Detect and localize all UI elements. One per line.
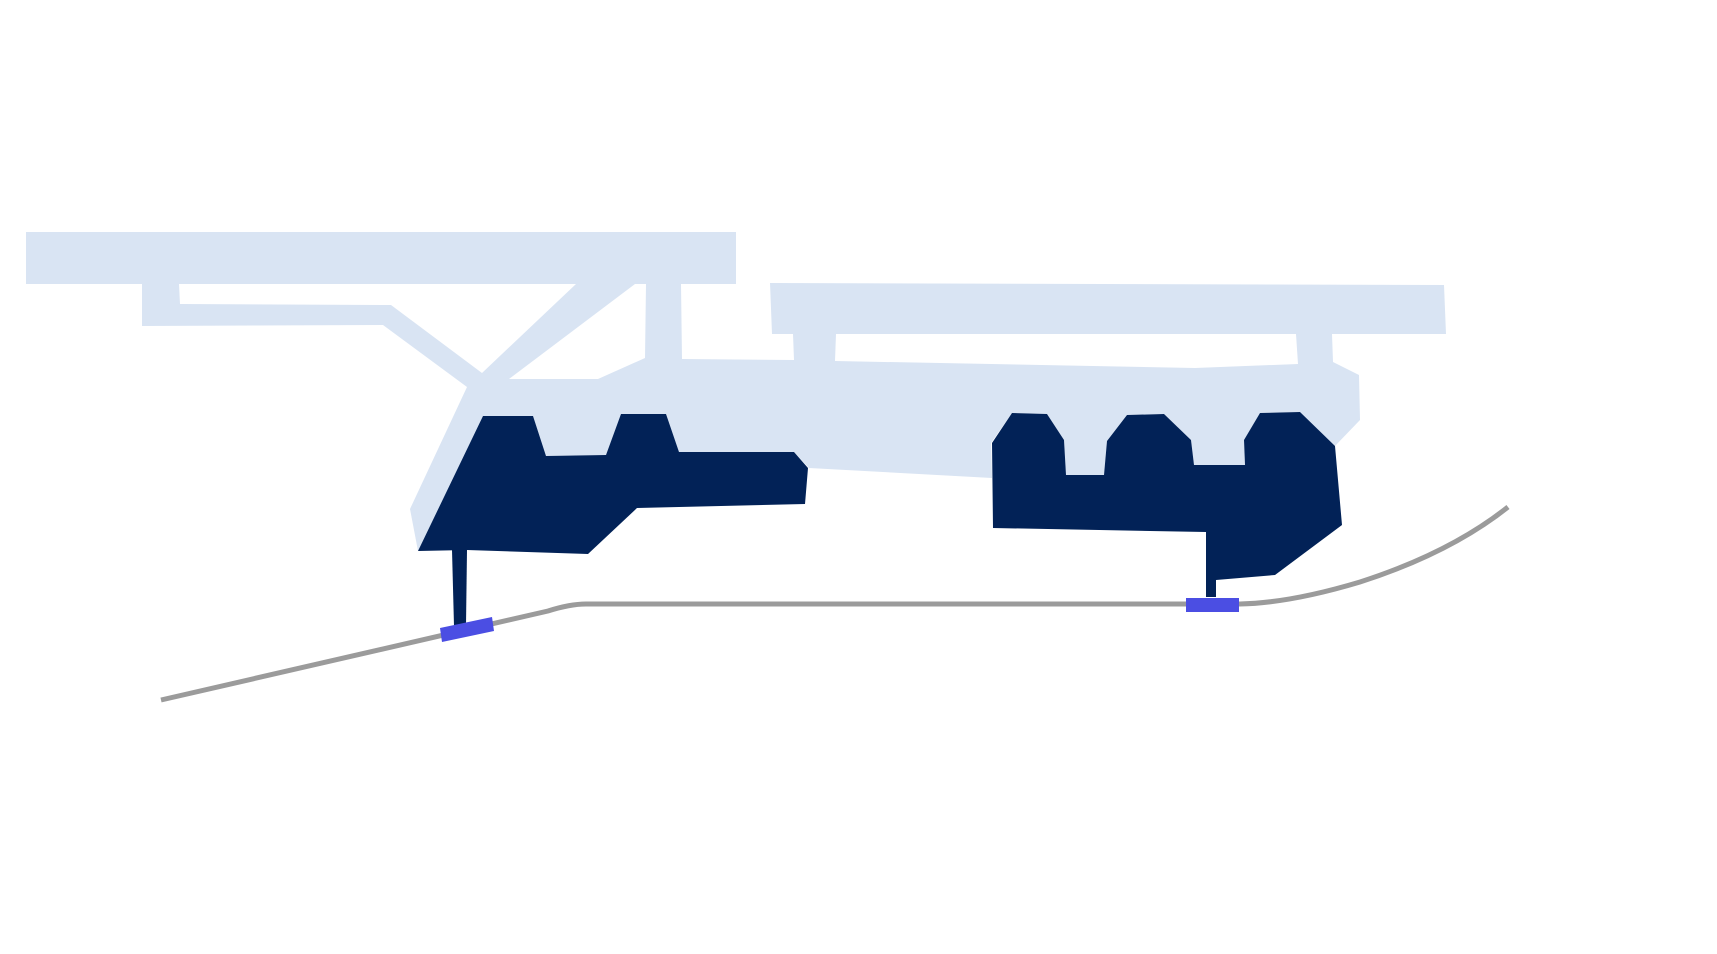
stations <box>440 598 1239 642</box>
runway-north-east <box>770 283 1446 334</box>
terminals <box>418 412 1342 626</box>
station-east[interactable] <box>1186 598 1239 612</box>
connector-west <box>452 550 467 626</box>
rail-line <box>160 505 1510 703</box>
taxiway-west-connector <box>142 284 1360 551</box>
rail-track <box>160 505 1510 703</box>
terminal-west[interactable] <box>418 414 808 554</box>
station-west[interactable] <box>440 617 494 642</box>
apron-and-taxiways <box>26 232 1446 551</box>
terminal-east[interactable] <box>992 412 1342 597</box>
runway-north-west <box>26 232 736 284</box>
